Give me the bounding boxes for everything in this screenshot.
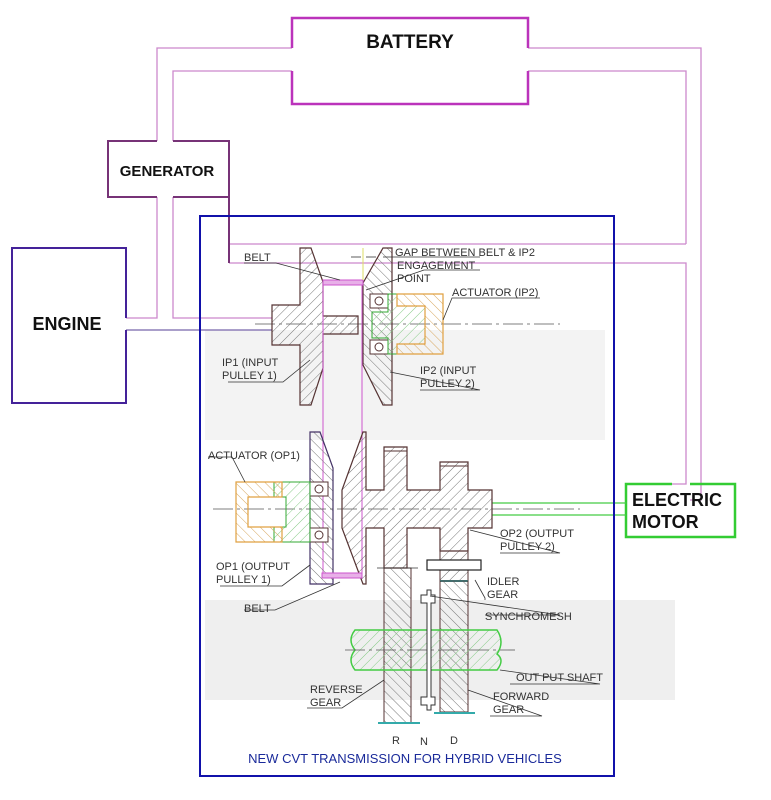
electric-motor-label-line1: ELECTRIC (632, 490, 722, 510)
wire-battery-motor-outer (528, 47, 702, 501)
actuator-op1 (235, 481, 283, 543)
label-idler-line2: GEAR (487, 589, 518, 601)
gear-train (345, 550, 515, 724)
label-op2-line1: OP2 (OUTPUT (500, 528, 574, 540)
generator-label: GENERATOR (120, 163, 215, 180)
wire-battery-generator-outer (156, 47, 292, 141)
generator-block: GENERATOR (107, 140, 230, 263)
gear-position-d: D (450, 735, 458, 747)
label-forward-line1: FORWARD (493, 691, 549, 703)
gear-position-n: N (420, 736, 428, 748)
label-ip1-line1: IP1 (INPUT (222, 357, 279, 369)
wire-generator-engine-1 (126, 197, 158, 319)
wire-battery-generator-inner (172, 70, 292, 141)
diagram-title: NEW CVT TRANSMISSION FOR HYBRID VEHICLES (248, 751, 562, 766)
wire-generator-engine-2 (172, 197, 272, 319)
label-actuator-op1: ACTUATOR (OP1) (208, 450, 300, 462)
label-gap-line2: ENGAGEMENT (397, 260, 476, 272)
battery-block: BATTERY (290, 16, 530, 106)
cvt-frame (199, 215, 615, 777)
label-ip2-line1: IP2 (INPUT (420, 365, 477, 377)
belt-bottom (321, 572, 363, 579)
label-op2-line2: PULLEY 2) (500, 541, 555, 553)
label-reverse-line2: GEAR (310, 697, 341, 709)
label-op1-line1: OP1 (OUTPUT (216, 561, 290, 573)
label-actuator-ip2: ACTUATOR (IP2) (452, 287, 538, 299)
wire-battery-motor-inner (528, 70, 687, 244)
label-gap-line1: GAP BETWEEN BELT & IP2 (395, 247, 535, 259)
input-pulley-assembly (255, 247, 560, 406)
wiring (126, 47, 702, 501)
synchromesh (420, 589, 436, 711)
idler-shaft (426, 559, 482, 571)
engine-block: ENGINE (11, 247, 127, 404)
belt-top (322, 279, 364, 286)
label-ip1-line2: PULLEY 1) (222, 370, 277, 382)
output-pulley-assembly (213, 431, 580, 585)
op1-pulley (309, 431, 334, 585)
label-output-shaft: OUT PUT SHAFT (516, 672, 603, 684)
electric-motor-block: ELECTRIC MOTOR (624, 482, 737, 539)
label-reverse-line1: REVERSE (310, 684, 363, 696)
engine-label: ENGINE (32, 314, 101, 334)
battery-label: BATTERY (366, 32, 454, 53)
actuator-ip2 (396, 293, 444, 355)
label-belt-top: BELT (244, 252, 271, 264)
label-synchromesh: SYNCHROMESH (485, 611, 572, 623)
wire-generator-right-2 (229, 262, 687, 485)
motor-shaft (492, 502, 626, 516)
label-belt-bottom: BELT (244, 603, 271, 615)
label-ip2-line2: PULLEY 2) (420, 378, 475, 390)
ip1-pulley (271, 247, 359, 406)
label-gap-line3: POINT (397, 273, 431, 285)
gear-position-r: R (392, 735, 400, 747)
label-op1-line2: PULLEY 1) (216, 574, 271, 586)
label-forward-line2: GEAR (493, 704, 524, 716)
electric-motor-label-line2: MOTOR (632, 512, 699, 532)
leader-lines (208, 256, 601, 717)
label-idler-line1: IDLER (487, 576, 519, 588)
labels: BELT GAP BETWEEN BELT & IP2 ENGAGEMENT P… (208, 247, 603, 766)
